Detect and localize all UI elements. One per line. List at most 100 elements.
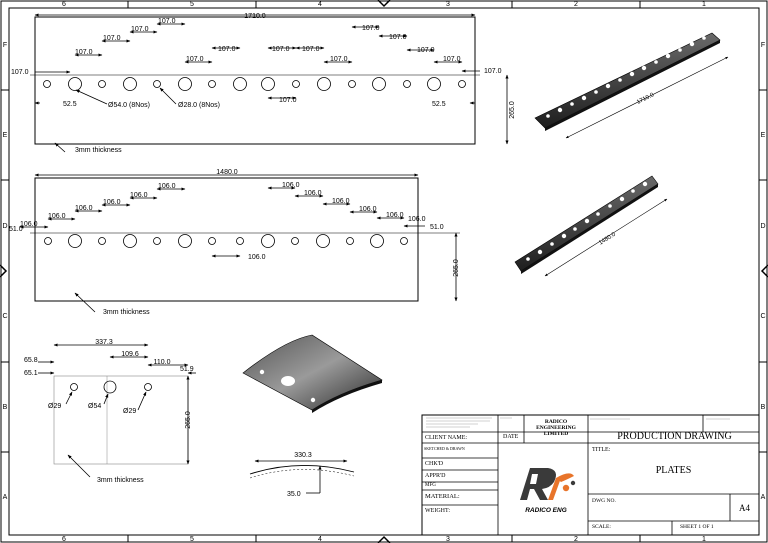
dim-107: 107.0 [389,34,407,41]
hole-left-callout: Ø29 [48,403,61,410]
dim-107: 107.0 [186,56,204,63]
zone-col-5: 5 [190,1,194,8]
zone-row-f-right: F [761,42,765,49]
dim-107: 107.0 [330,56,348,63]
dim-107: 107.0 [279,97,297,104]
plate-curved-view [38,343,355,494]
dim-107: 107.0 [302,46,320,53]
dim-51-left: 51.0 [9,226,23,233]
zone-col-3-bottom: 3 [446,536,450,543]
date-label: DATE [503,434,519,440]
plate-1710-view [30,13,509,153]
dim-51-right: 51.0 [430,224,444,231]
company-logo: RADICO ENG [520,468,576,514]
sketched-drawn-label: SKETCHED & DRAWN [424,446,465,451]
hole-small [98,80,106,88]
zone-col-2: 2 [574,1,578,8]
logo-wordmark: RADICO ENG [525,507,567,514]
zone-col-6-bottom: 6 [62,536,66,543]
hole-small [348,80,356,88]
dim-107: 107.0 [103,35,121,42]
zone-col-1-bottom: 1 [702,536,706,543]
title-label: TITLE: [592,447,611,453]
hole-small-callout: Ø28.0 (8Nos) [178,102,220,109]
hole-large [123,77,137,91]
dim-106: 106.0 [130,192,148,199]
plate-1710-iso: 1710.0 [534,32,729,139]
zone-col-6: 6 [62,1,66,8]
hole-large [372,77,386,91]
dim-106: 106.0 [359,206,377,213]
scale-label: SCALE: [592,524,611,530]
company-name: RADICO ENGINEERING LIMITED [536,419,576,437]
plate-curved-iso [242,334,383,413]
zone-row-e-right: E [761,132,766,139]
dim-52-5-left: 52.5 [63,101,77,108]
dwg-no-label: DWG NO. [592,498,616,504]
hole-large-callout: Ø54.0 (8Nos) [108,102,150,109]
dim-106: 106.0 [48,213,66,220]
iso-1710-dim: 1710.0 [636,92,656,106]
title-value: PLATES [655,465,692,476]
dim-107: 107.0 [131,26,149,33]
dim-107: 107.0 [484,68,502,75]
dim-107: 107.0 [218,46,236,53]
plate-curved-outline [53,375,189,465]
sheet-label: SHEET 1 OF 1 [680,524,714,530]
dim-110: 110.0 [154,359,171,366]
hole-large [317,77,331,91]
hole-mid-callout: Ø54 [88,403,101,410]
dim-106: 106.0 [408,216,426,223]
dim-106: 106.0 [332,198,350,205]
dim-1480-value: 1480.0 [216,169,238,176]
hole-small [208,80,216,88]
plate-1480-outline [34,177,419,302]
plate-1480-view [19,173,460,313]
zone-row-a-right: A [761,494,766,501]
thickness-note-2: 3mm thickness [103,309,150,316]
zone-row-b: B [3,404,8,411]
dim-106: 106.0 [304,190,322,197]
mfg-label: MFG [425,483,436,488]
zone-row-d-right: D [760,223,765,230]
hole-right-callout: Ø29 [123,408,136,415]
dim-107: 107.0 [362,25,380,32]
sheet-size-value: A4 [739,503,750,513]
zone-col-4: 4 [318,1,322,8]
zone-row-b-right: B [761,404,766,411]
dim-1710-value: 1710.0 [244,13,266,20]
hole-small [292,80,300,88]
dim-51-9: 51.9 [180,366,194,373]
zone-col-4-bottom: 4 [318,536,322,543]
material-label: MATERIAL: [425,493,460,500]
iso-1480-dim: 1480.0 [598,231,617,246]
production-drawing-label: PRODUCTION DRAWING [617,431,732,442]
dim-65-8: 65.8 [24,357,38,364]
dim-106: 106.0 [103,199,121,206]
zone-col-1: 1 [702,1,706,8]
plate-1480-dims: 1480.0 51.0 106.0 106.0 106.0 106.0 106.… [9,169,460,316]
hole-large [68,77,82,91]
zone-row-f: F [3,42,7,49]
zone-row-e: E [3,132,8,139]
hole-small [43,80,51,88]
approved-label: APPR'D [425,473,446,479]
dim-109-6: 109.6 [121,351,139,358]
plate-1710-dims: 1710.0 107.0 107.0 107.0 107.0 107.0 107… [11,13,516,154]
hole-large [427,77,441,91]
checked-label: CHK'D [425,461,444,467]
weight-label: WEIGHT: [425,508,451,514]
hole-small [153,80,161,88]
zone-col-2-bottom: 2 [574,536,578,543]
zone-col-3: 3 [446,1,450,8]
dim-265-plate1: 265.0 [509,101,516,119]
dim-107: 107.0 [11,69,29,76]
plate-1480-iso: 1480.0 [514,175,668,277]
title-block [421,414,760,536]
dim-265-plate2: 265.0 [453,259,460,277]
dim-265-plate3: 265.0 [185,411,192,429]
dim-106: 106.0 [158,183,176,190]
